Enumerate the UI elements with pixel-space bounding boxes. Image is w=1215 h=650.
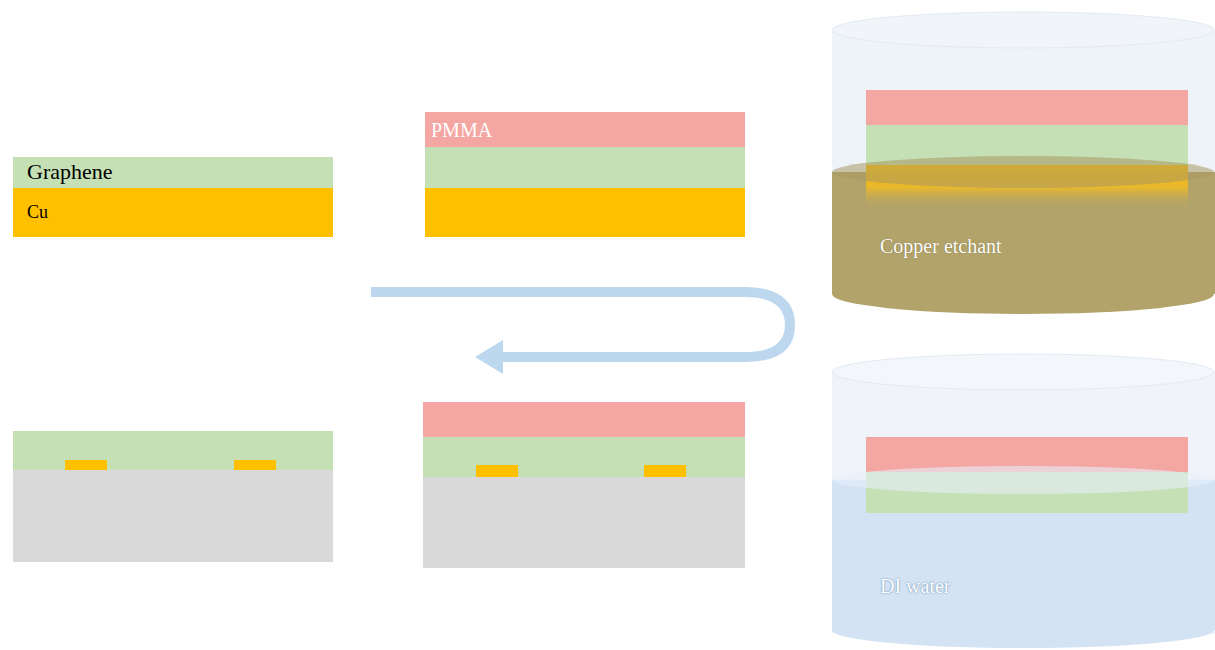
- beaker-body: [832, 372, 1215, 634]
- substrate: [423, 477, 745, 568]
- pmma-layer: [423, 402, 745, 437]
- electrode: [644, 465, 686, 477]
- beaker-rim: [832, 354, 1214, 390]
- graphene-layer: [425, 147, 745, 188]
- layer-label: Cu: [27, 203, 48, 223]
- substrate: [13, 470, 333, 562]
- electrode: [65, 460, 107, 470]
- electrode: [234, 460, 276, 470]
- arrow-head: [475, 340, 503, 374]
- graphene-layer: Graphene: [13, 157, 333, 188]
- etchant-surface: [832, 156, 1214, 188]
- beaker-rim: [832, 12, 1214, 48]
- copper-layer: [425, 188, 745, 237]
- process-arrow: [371, 292, 790, 357]
- layer-label: DI water: [880, 575, 951, 597]
- layer-label: Graphene: [27, 160, 113, 184]
- copper-layer: Cu: [13, 188, 333, 237]
- etchant-bottom: [832, 274, 1214, 314]
- electrode: [476, 465, 518, 477]
- pmma-layer: PMMA: [425, 112, 745, 147]
- water-label-area: DI water: [870, 568, 1070, 604]
- water-bottom: [832, 612, 1214, 648]
- graphene-layer: [423, 437, 745, 477]
- etchant-label-area: Copper etchant: [870, 228, 1070, 264]
- layer-label: PMMA: [431, 119, 492, 141]
- water-surface: [832, 466, 1214, 494]
- layer-label: Copper etchant: [880, 235, 1002, 257]
- graphene-layer: [13, 431, 333, 470]
- pmma-layer: [866, 90, 1188, 125]
